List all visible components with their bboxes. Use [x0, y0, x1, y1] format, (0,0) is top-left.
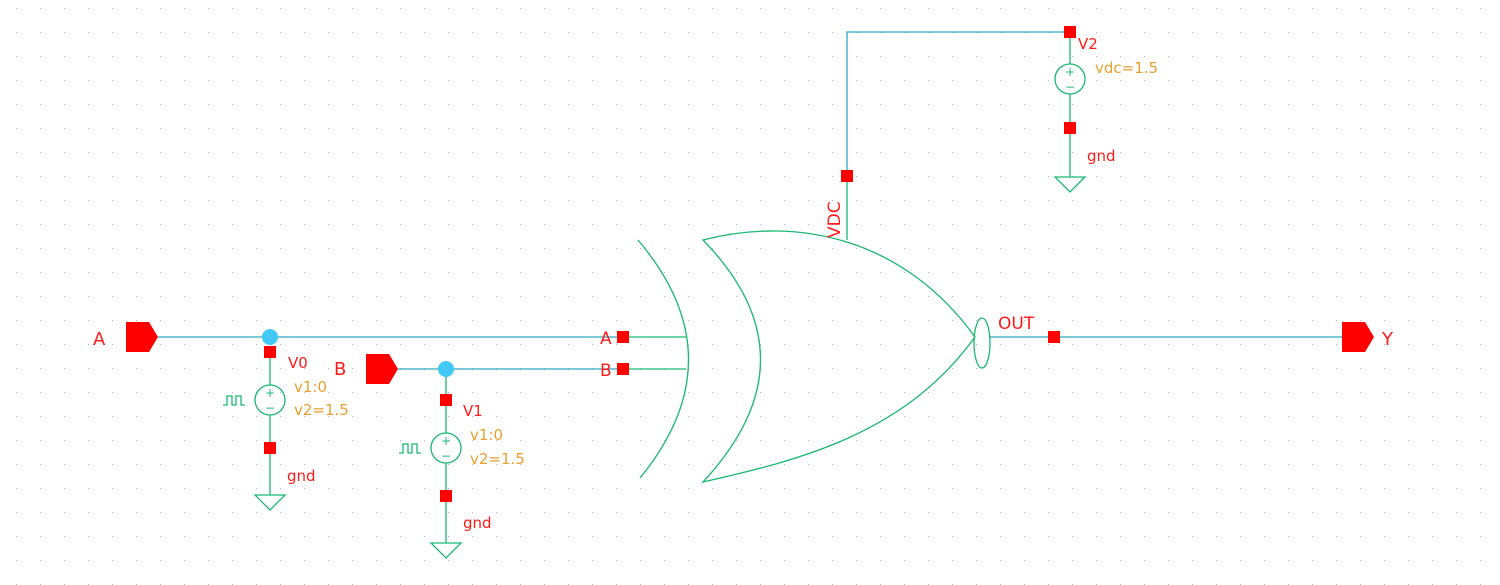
v1-ground-icon	[429, 542, 463, 559]
terminal-v1-plus[interactable]	[440, 394, 452, 406]
pin-a-label: A	[93, 329, 106, 350]
output-pin-y-icon	[1342, 322, 1374, 352]
v1-pulse-icon	[399, 443, 421, 454]
v1-param-v2: v2=1.5	[470, 450, 525, 468]
junction-dot-a	[262, 329, 278, 345]
terminal-gate-out[interactable]	[1048, 331, 1060, 343]
terminal-v0-minus[interactable]	[264, 442, 276, 454]
v0-name-label: V0	[288, 354, 308, 372]
terminal-v2-minus[interactable]	[1064, 122, 1076, 134]
v2-plus-icon: +	[1065, 65, 1075, 79]
v2-minus-icon: −	[1065, 80, 1075, 94]
input-pin-a-icon	[126, 322, 158, 352]
v0-ground-label: gnd	[287, 467, 316, 485]
v2-name-label: V2	[1078, 35, 1098, 53]
pin-y[interactable]: Y	[1342, 322, 1394, 352]
xnor-gate[interactable]	[623, 176, 991, 484]
gate-pin-vdc-label: VDC	[825, 201, 845, 238]
v1-name-label: V1	[463, 402, 483, 420]
v2-ground-label: gnd	[1087, 147, 1116, 165]
v1-plus-icon: +	[441, 434, 451, 448]
v0-pulse-icon	[223, 395, 245, 406]
xnor-input-arc	[637, 239, 690, 479]
source-v0[interactable]: + − V0 v1:0 v2=1.5 gnd	[223, 352, 349, 511]
v0-minus-icon: −	[265, 401, 275, 415]
junction-dot-b	[438, 361, 454, 377]
v0-param-v1: v1:0	[294, 378, 327, 396]
gate-pin-out-label: OUT	[998, 314, 1035, 334]
v2-ground-icon	[1053, 176, 1087, 193]
terminal-v0-plus[interactable]	[264, 346, 276, 358]
terminals	[264, 26, 1076, 502]
terminal-gate-b[interactable]	[617, 363, 629, 375]
pin-b[interactable]: B	[334, 354, 398, 384]
terminal-v2-plus[interactable]	[1064, 26, 1076, 38]
pin-y-label: Y	[1381, 329, 1394, 350]
input-pin-b-icon	[366, 354, 398, 384]
gate-pin-b-label: B	[600, 361, 612, 381]
source-v2[interactable]: + − V2 vdc=1.5 gnd	[1053, 32, 1158, 193]
v0-param-v2: v2=1.5	[294, 401, 349, 419]
v2-param-vdc: vdc=1.5	[1095, 59, 1158, 77]
v1-ground-label: gnd	[463, 514, 492, 532]
terminal-v1-minus[interactable]	[440, 490, 452, 502]
xnor-output-bubble	[973, 317, 991, 369]
gate-pin-a-label: A	[600, 329, 612, 349]
v0-plus-icon: +	[265, 386, 275, 400]
v0-ground-icon	[253, 494, 287, 511]
v1-minus-icon: −	[441, 449, 451, 463]
grid-dots	[16, 8, 1481, 585]
wire-vdc[interactable]	[846, 31, 1070, 176]
terminal-gate-vdc[interactable]	[841, 170, 853, 182]
pin-b-label: B	[334, 359, 346, 380]
xnor-body	[701, 230, 976, 484]
pin-a[interactable]: A	[93, 322, 158, 352]
terminal-gate-a[interactable]	[617, 331, 629, 343]
v1-param-v1: v1:0	[470, 426, 503, 444]
